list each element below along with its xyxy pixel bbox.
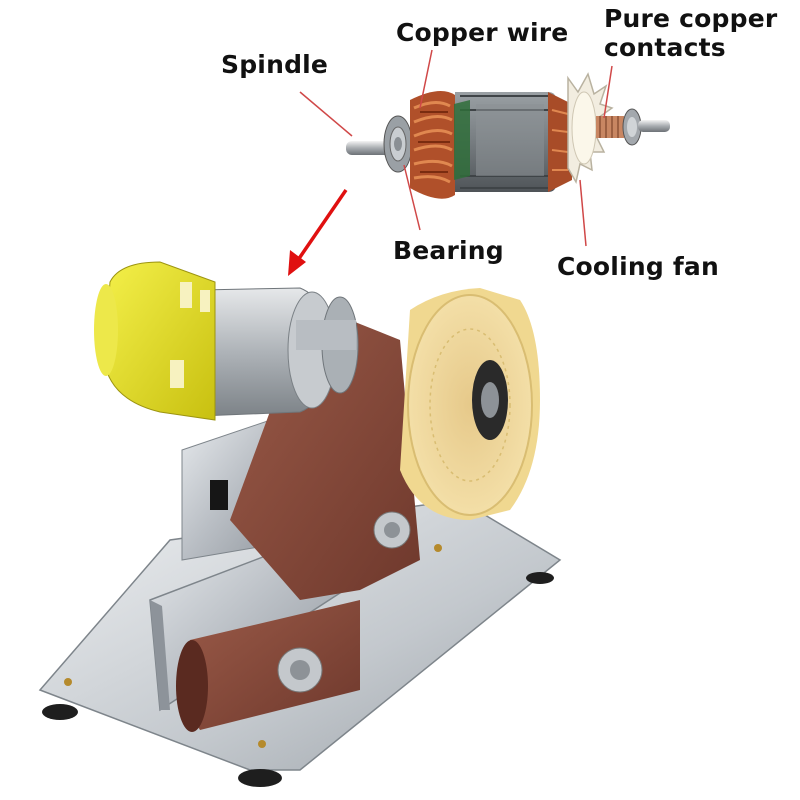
foot: [42, 704, 78, 720]
sanding-belt: [230, 320, 420, 600]
spindle-leader: [299, 91, 353, 137]
copper-wire-part: [410, 91, 455, 199]
bearing-part: [383, 115, 413, 173]
cooling-fan-leader: [579, 179, 587, 247]
lower-belt-drum: [186, 600, 360, 730]
cooling-fan-part: [567, 72, 614, 185]
label-bearing: Bearing: [393, 236, 504, 265]
pure-copper-contacts-part: [596, 116, 624, 138]
label-copper-wire: Copper wire: [396, 18, 569, 47]
label-pure-copper-contacts-line1: Pure copper: [604, 4, 778, 33]
motor-fan-cap: [94, 261, 216, 421]
motor: [199, 287, 359, 417]
copper-wire-leader: [419, 49, 433, 109]
red-arrow: [288, 189, 348, 276]
pure-copper-contacts-leader: [603, 65, 613, 119]
bearing-leader: [403, 164, 421, 231]
label-pure-copper-contacts-line2: contacts: [604, 33, 726, 62]
buffing-wheel: [400, 288, 540, 520]
label-pure-copper-contacts: Pure copper contacts: [604, 4, 777, 62]
leader-lines: [299, 49, 613, 247]
power-switch: [210, 480, 228, 510]
belt-sander-machine: [38, 261, 562, 787]
foot: [526, 572, 554, 584]
armature-illustration: [346, 72, 670, 199]
foot: [238, 769, 282, 787]
label-cooling-fan: Cooling fan: [557, 252, 719, 281]
label-spindle: Spindle: [221, 50, 329, 79]
